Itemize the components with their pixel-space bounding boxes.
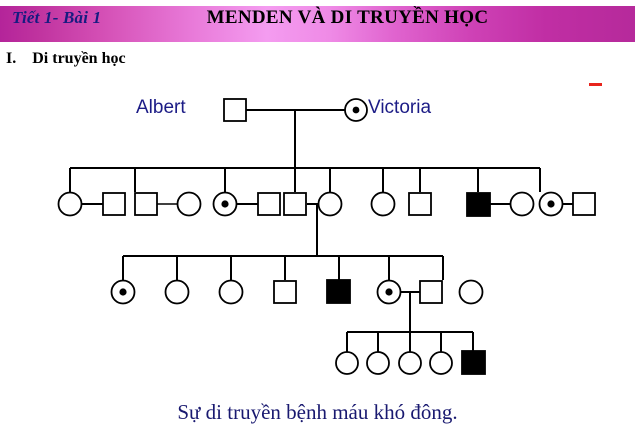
pedigree-chart bbox=[0, 80, 635, 395]
generation-2-symbols bbox=[57, 191, 596, 217]
carrier-dot-icon bbox=[547, 200, 555, 208]
symbol-male-unaffected bbox=[273, 280, 297, 304]
symbol-female-unaffected bbox=[57, 191, 83, 217]
symbol-male-unaffected-albert bbox=[223, 98, 247, 122]
red-dash-annotation bbox=[589, 83, 602, 86]
carrier-dot-icon bbox=[119, 288, 127, 296]
lesson-label: Tiết 1- Bài 1 bbox=[12, 8, 102, 27]
section-label: Di truyền học bbox=[32, 50, 126, 67]
symbol-female-unaffected bbox=[458, 279, 484, 305]
symbol-male-unaffected bbox=[134, 192, 158, 216]
symbol-male-unaffected bbox=[572, 192, 596, 216]
carrier-dot-icon bbox=[385, 288, 393, 296]
page-title: MENDEN VÀ DI TRUYỀN HỌC bbox=[206, 7, 489, 28]
symbol-female-unaffected bbox=[398, 351, 422, 375]
symbol-female-unaffected bbox=[317, 191, 343, 217]
generation-1-symbols bbox=[223, 98, 368, 122]
pedigree-svg bbox=[57, 98, 596, 375]
founder-female-label: Victoria bbox=[368, 97, 432, 118]
symbol-male-unaffected bbox=[102, 192, 126, 216]
symbol-male-unaffected bbox=[257, 192, 281, 216]
symbol-male-affected bbox=[326, 279, 351, 304]
symbol-female-unaffected bbox=[366, 351, 390, 375]
symbol-male-affected bbox=[461, 350, 486, 375]
title-bar bbox=[0, 6, 635, 42]
section-numeral: I. bbox=[6, 50, 17, 67]
carrier-dot-icon bbox=[221, 200, 229, 208]
pedigree-connector-lines bbox=[69, 109, 573, 352]
symbol-female-unaffected bbox=[429, 351, 453, 375]
symbol-female-unaffected bbox=[370, 191, 396, 217]
symbol-male-affected bbox=[466, 192, 491, 217]
generation-3-symbols bbox=[110, 279, 484, 305]
symbol-male-unaffected bbox=[419, 280, 443, 304]
symbol-female-unaffected bbox=[335, 351, 359, 375]
symbol-female-unaffected bbox=[218, 279, 244, 305]
symbol-female-unaffected bbox=[176, 191, 202, 217]
symbol-male-unaffected bbox=[408, 192, 432, 216]
carrier-dot-icon bbox=[352, 106, 360, 114]
section-heading: I. Di truyền học bbox=[6, 50, 126, 68]
symbol-female-unaffected bbox=[164, 279, 190, 305]
symbol-male-unaffected bbox=[283, 192, 307, 216]
generation-4-symbols bbox=[335, 350, 486, 375]
symbol-female-unaffected bbox=[509, 191, 535, 217]
founder-male-label: Albert bbox=[136, 97, 186, 118]
figure-caption: Sự di truyền bệnh máu khó đông. bbox=[177, 400, 458, 424]
